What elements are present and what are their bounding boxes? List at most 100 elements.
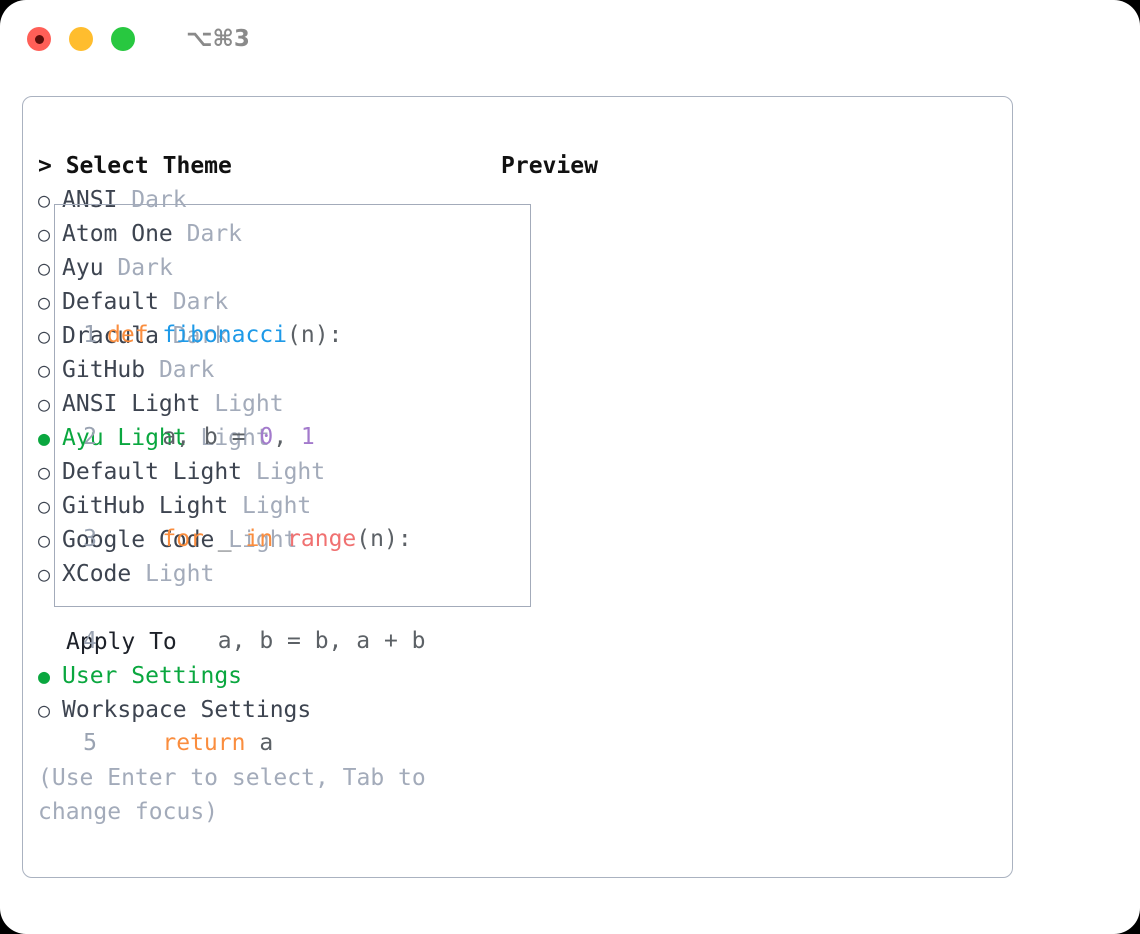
apply-to-title: Apply To bbox=[66, 629, 177, 655]
list-item[interactable]: ○ Dracula Dark bbox=[38, 319, 478, 353]
code-token: range bbox=[287, 526, 357, 552]
radio-icon: ○ bbox=[38, 528, 51, 552]
code-line: 3 for _ in range(n): bbox=[69, 522, 467, 556]
theme-kind: Dark bbox=[172, 289, 229, 315]
theme-kind: Dark bbox=[186, 221, 243, 247]
radio-icon: ○ bbox=[38, 494, 51, 518]
theme-name: XCode bbox=[62, 561, 132, 587]
theme-name: Default bbox=[62, 289, 159, 315]
code-token: _ bbox=[203, 526, 246, 552]
code-token: 1 bbox=[300, 424, 315, 450]
theme-kind: Dark bbox=[117, 255, 173, 281]
theme-name: ANSI Light bbox=[62, 391, 201, 417]
theme-kind: Light bbox=[200, 425, 270, 451]
main-panel: > Select Theme ○ ANSI Dark ○ Atom One Da… bbox=[22, 96, 1013, 878]
list-item[interactable]: ○ ANSI Light Light bbox=[38, 387, 478, 421]
radio-icon: ○ bbox=[38, 188, 51, 212]
theme-kind: Light bbox=[255, 459, 326, 485]
list-item[interactable]: ○ Default Light Light bbox=[38, 455, 478, 489]
list-item[interactable]: ○ ANSI Dark bbox=[38, 183, 478, 217]
preview-box: 1 def fibonacci(n): 2 a, b = 0, 1 3 for … bbox=[54, 204, 531, 756]
radio-icon: ○ bbox=[38, 256, 51, 280]
theme-name: ANSI bbox=[62, 187, 118, 213]
code-line: 2 a, b = 0, 1 bbox=[69, 420, 467, 454]
code-token: fibonacci bbox=[162, 322, 288, 348]
shortcut-label: ⌥⌘3 bbox=[186, 26, 250, 52]
theme-kind: Dark bbox=[172, 323, 229, 349]
minimize-button[interactable] bbox=[69, 27, 93, 51]
theme-kind: Light bbox=[228, 527, 298, 553]
code-token: (n): bbox=[356, 526, 412, 552]
apply-to-workspace-settings[interactable]: ○ Workspace Settings bbox=[38, 693, 478, 727]
code-token: def bbox=[107, 322, 163, 348]
code-token: 0 bbox=[259, 424, 274, 450]
theme-name: Google Code bbox=[62, 527, 215, 553]
traffic-lights bbox=[27, 27, 135, 51]
theme-option-list: ○ ANSI Dark ○ Atom One Dark ○ Ayu Dark bbox=[38, 183, 478, 591]
theme-kind: Light bbox=[145, 561, 215, 587]
line-number: 5 bbox=[83, 730, 97, 756]
theme-name: GitHub Light bbox=[62, 493, 229, 519]
close-button[interactable] bbox=[27, 27, 51, 51]
radio-icon: ○ bbox=[38, 562, 51, 586]
code-token bbox=[107, 522, 162, 556]
apply-to-label: User Settings bbox=[62, 663, 243, 689]
radio-icon: ○ bbox=[38, 392, 51, 416]
list-item[interactable]: ○ Google Code Light bbox=[38, 523, 478, 557]
radio-icon: ○ bbox=[38, 324, 51, 348]
theme-name: Atom One bbox=[62, 221, 173, 247]
line-number: 1 bbox=[83, 322, 97, 348]
radio-icon: ○ bbox=[38, 358, 51, 382]
list-item[interactable]: ○ Atom One Dark bbox=[38, 217, 478, 251]
code-token: return bbox=[162, 730, 246, 756]
code-preview: 1 def fibonacci(n): 2 a, b = 0, 1 3 for … bbox=[69, 250, 467, 934]
close-icon bbox=[34, 34, 44, 44]
theme-picker-column: > Select Theme ○ ANSI Dark ○ Atom One Da… bbox=[38, 149, 478, 829]
list-item[interactable]: ○ GitHub Light Light bbox=[38, 489, 478, 523]
radio-icon: ○ bbox=[38, 222, 51, 246]
theme-kind: Light bbox=[242, 493, 312, 519]
radio-icon: ○ bbox=[38, 698, 51, 722]
preview-title: Preview bbox=[501, 153, 598, 179]
code-token: for bbox=[162, 526, 204, 552]
radio-icon: ○ bbox=[38, 460, 51, 484]
line-number: 2 bbox=[83, 424, 97, 450]
maximize-button[interactable] bbox=[111, 27, 135, 51]
code-token: a bbox=[245, 730, 274, 756]
code-token: in bbox=[245, 526, 274, 552]
theme-name: Ayu bbox=[62, 255, 104, 281]
radio-icon: ○ bbox=[38, 290, 51, 314]
radio-icon: ● bbox=[38, 664, 51, 688]
code-token: a, b = b, a + b bbox=[107, 628, 426, 654]
select-theme-title: > Select Theme bbox=[38, 153, 232, 179]
code-line: 1 def fibonacci(n): bbox=[69, 318, 467, 352]
apply-to-user-settings[interactable]: ● User Settings bbox=[38, 659, 478, 693]
code-token: a, b = bbox=[107, 424, 260, 450]
code-token bbox=[107, 726, 162, 760]
list-item-selected[interactable]: ● Ayu Light Light bbox=[38, 421, 478, 455]
theme-name: GitHub bbox=[62, 357, 146, 383]
radio-icon: ● bbox=[38, 426, 51, 450]
theme-kind: Dark bbox=[131, 187, 187, 213]
code-token: , bbox=[273, 424, 301, 450]
title-bar: ⌥⌘3 bbox=[0, 0, 1140, 78]
line-number: 4 bbox=[83, 628, 97, 654]
apply-to-label: Workspace Settings bbox=[62, 697, 312, 723]
spacer bbox=[69, 862, 467, 896]
list-item[interactable]: ○ Default Dark bbox=[38, 285, 478, 319]
theme-kind: Light bbox=[214, 391, 284, 417]
list-item[interactable]: ○ GitHub Dark bbox=[38, 353, 478, 387]
theme-name: Dracula bbox=[62, 323, 159, 349]
theme-name: Default Light bbox=[62, 459, 243, 485]
theme-kind: Dark bbox=[158, 357, 215, 383]
list-item[interactable]: ○ Ayu Dark bbox=[38, 251, 478, 285]
code-line: 5 return a bbox=[69, 726, 467, 760]
line-number: 3 bbox=[83, 526, 97, 552]
preview-column: Preview bbox=[501, 149, 1001, 183]
list-item[interactable]: ○ XCode Light bbox=[38, 557, 478, 591]
code-token: (n): bbox=[287, 322, 343, 348]
code-token bbox=[273, 522, 287, 556]
code-line: 4 a, b = b, a + b bbox=[69, 624, 467, 658]
theme-name: Ayu Light bbox=[62, 425, 187, 451]
